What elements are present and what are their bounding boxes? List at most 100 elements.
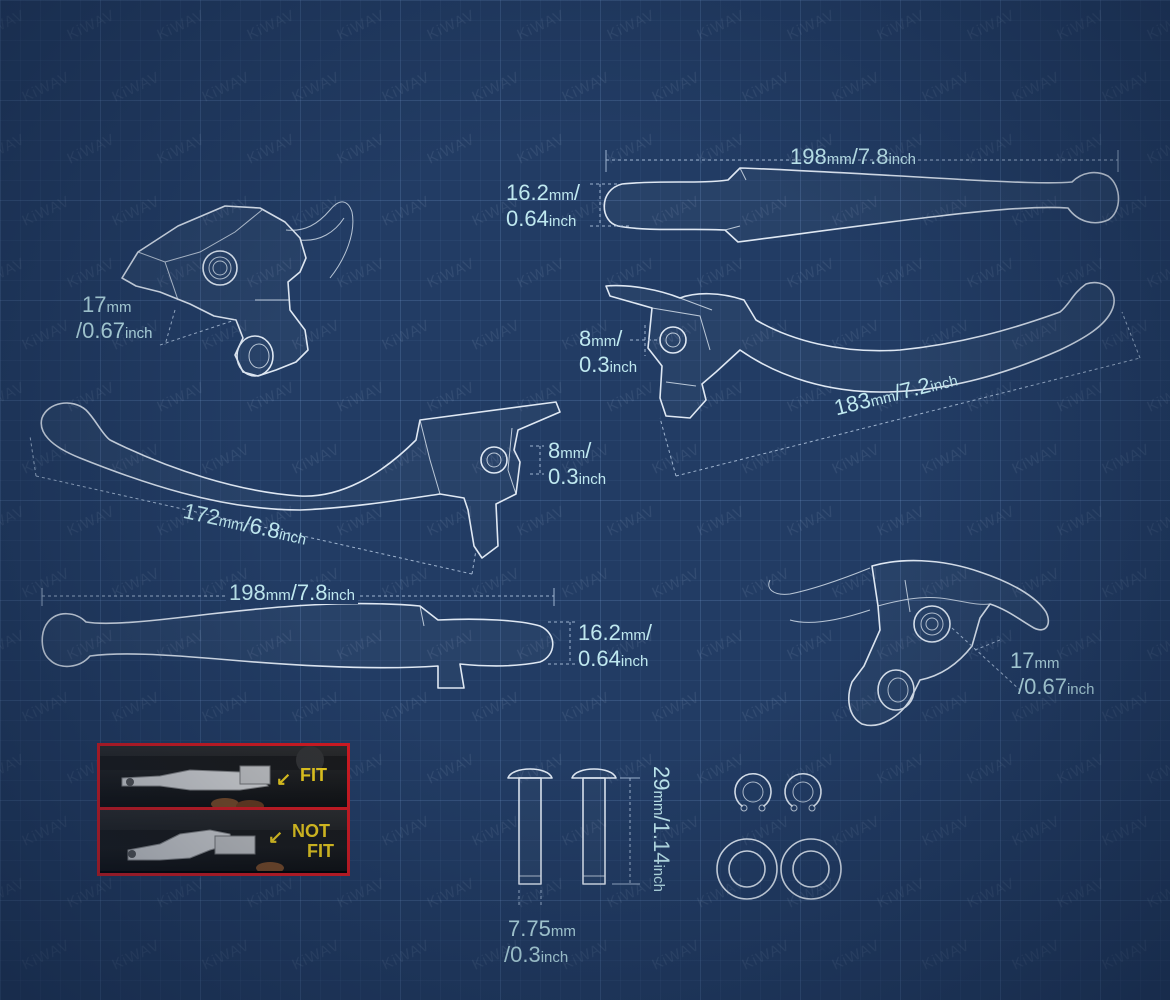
watermark-text: KiWAV — [380, 69, 433, 106]
watermark-text: KiWAV — [785, 627, 838, 664]
watermark-text: KiWAV — [470, 317, 523, 354]
watermark-text: KiWAV — [920, 689, 973, 726]
watermark-text: KiWAV — [650, 565, 703, 602]
watermark-text: KiWAV — [1010, 937, 1063, 974]
not-label: NOT — [292, 821, 330, 841]
watermark-text: KiWAV — [1055, 875, 1108, 912]
watermark-text: KiWAV — [65, 875, 118, 912]
watermark-text: KiWAV — [110, 689, 163, 726]
watermark-text: KiWAV — [110, 565, 163, 602]
watermark-text: KiWAV — [0, 379, 28, 416]
watermark-text: KiWAV — [965, 379, 1018, 416]
watermark-text: KiWAV — [380, 937, 433, 974]
watermark-text: KiWAV — [1145, 379, 1170, 416]
watermark-text: KiWAV — [20, 565, 73, 602]
not-fit-arrow-icon: ↙ — [268, 827, 284, 847]
watermark-text: KiWAV — [695, 875, 748, 912]
bottom-straight-thickness-mm: 16.2mm/ — [578, 620, 652, 645]
watermark-text: KiWAV — [1145, 627, 1170, 664]
watermark-text: KiWAV — [965, 255, 1018, 292]
watermark-text: KiWAV — [695, 751, 748, 788]
watermark-text: KiWAV — [605, 379, 658, 416]
watermark-text: KiWAV — [1055, 7, 1108, 44]
top-straight-thickness-inch: 0.64inch — [506, 206, 577, 231]
watermark-text: KiWAV — [155, 379, 208, 416]
watermark-text: KiWAV — [20, 317, 73, 354]
watermark-text: KiWAV — [1055, 627, 1108, 664]
watermark-text: KiWAV — [695, 7, 748, 44]
pin-diameter-mm: 7.75mm — [508, 916, 576, 941]
right-lever-pivot-inch: 0.3inch — [579, 352, 638, 377]
watermark-text: KiWAV — [470, 565, 523, 602]
not-fit-label: FIT — [307, 841, 334, 861]
watermark-text: KiWAV — [965, 503, 1018, 540]
watermark-text: KiWAV — [1055, 379, 1108, 416]
watermark-text: KiWAV — [245, 875, 298, 912]
watermark-text: KiWAV — [920, 69, 973, 106]
watermark-text: KiWAV — [695, 131, 748, 168]
pin-diameter-inch: /0.3inch — [504, 942, 569, 967]
watermark-text: KiWAV — [245, 379, 298, 416]
watermark-text: KiWAV — [20, 813, 73, 850]
watermark-text: KiWAV — [1100, 69, 1153, 106]
watermark-text: KiWAV — [920, 937, 973, 974]
watermark-text: KiWAV — [965, 7, 1018, 44]
not-fit-photo: ↙ NOT FIT — [100, 810, 347, 871]
watermark-text: KiWAV — [335, 379, 388, 416]
watermark-text: KiWAV — [740, 937, 793, 974]
watermark-text: KiWAV — [110, 937, 163, 974]
watermark-text: KiWAV — [515, 7, 568, 44]
bottom-straight-length-label: 198mm/7.8inch — [226, 582, 358, 604]
pin-length-label: 29mm/1.14inch — [649, 766, 674, 892]
watermark-text: KiWAV — [470, 69, 523, 106]
watermark-text: KiWAV — [0, 875, 28, 912]
watermark-text: KiWAV — [740, 565, 793, 602]
watermark-text: KiWAV — [470, 689, 523, 726]
watermark-text: KiWAV — [245, 7, 298, 44]
watermark-text: KiWAV — [875, 255, 928, 292]
watermark-text: KiWAV — [515, 131, 568, 168]
watermark-text: KiWAV — [740, 441, 793, 478]
watermark-text: KiWAV — [965, 875, 1018, 912]
watermark-text: KiWAV — [875, 875, 928, 912]
watermark-text: KiWAV — [65, 503, 118, 540]
watermark-text: KiWAV — [20, 689, 73, 726]
top-left-pivot-inch: /0.67inch — [76, 318, 153, 343]
watermark-text: KiWAV — [200, 69, 253, 106]
watermark-text: KiWAV — [1055, 503, 1108, 540]
watermark-text: KiWAV — [650, 69, 703, 106]
watermark-text: KiWAV — [65, 255, 118, 292]
watermark-text: KiWAV — [200, 937, 253, 974]
watermark-text: KiWAV — [1100, 689, 1153, 726]
watermark-text: KiWAV — [1100, 441, 1153, 478]
watermark-text: KiWAV — [335, 255, 388, 292]
fit-comparison-panel: ↙ FIT ↙ NOT FIT — [97, 743, 350, 876]
watermark-text: KiWAV — [0, 503, 28, 540]
watermark-text: KiWAV — [380, 317, 433, 354]
watermark-text: KiWAV — [1055, 751, 1108, 788]
watermark-text: KiWAV — [1100, 937, 1153, 974]
left-angled-lever — [29, 401, 561, 575]
fit-photo: ↙ FIT — [100, 746, 347, 807]
watermark-text: KiWAV — [740, 689, 793, 726]
watermark-text: KiWAV — [20, 69, 73, 106]
fit-label: FIT — [300, 765, 327, 785]
watermark-text: KiWAV — [605, 503, 658, 540]
watermark-text: KiWAV — [425, 875, 478, 912]
watermark-text: KiWAV — [515, 503, 568, 540]
watermark-text: KiWAV — [875, 751, 928, 788]
top-straight-length-label: 198mm/7.8inch — [790, 144, 916, 169]
watermark-text: KiWAV — [875, 7, 928, 44]
watermark-text: KiWAV — [335, 131, 388, 168]
watermark-text: KiWAV — [560, 689, 613, 726]
watermark-text: KiWAV — [965, 131, 1018, 168]
watermark-text: KiWAV — [155, 131, 208, 168]
watermark-text: KiWAV — [425, 379, 478, 416]
watermark-text: KiWAV — [1145, 255, 1170, 292]
watermark-text: KiWAV — [425, 7, 478, 44]
bottom-right-pivot-inch: /0.67inch — [1018, 674, 1095, 699]
watermark-text: KiWAV — [65, 131, 118, 168]
watermark-text: KiWAV — [290, 441, 343, 478]
left-lever-pivot-mm: 8mm/ — [548, 438, 592, 463]
